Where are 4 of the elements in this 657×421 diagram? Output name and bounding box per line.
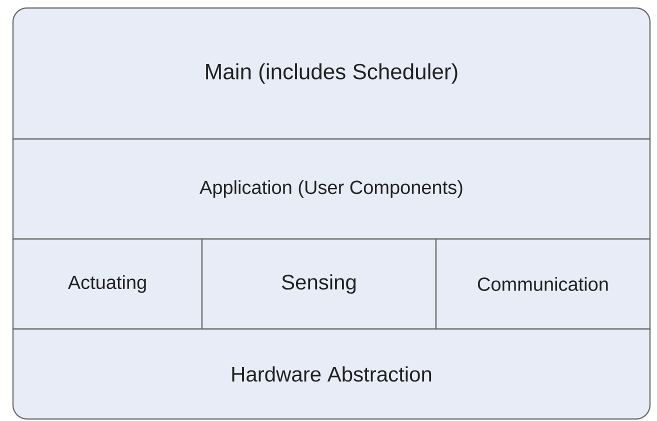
layer-box: Communication (435, 238, 651, 330)
layer-box: Sensing (201, 238, 437, 330)
layer-box: Main (includes Scheduler) (12, 7, 651, 140)
layer-box: Actuating (12, 238, 203, 330)
